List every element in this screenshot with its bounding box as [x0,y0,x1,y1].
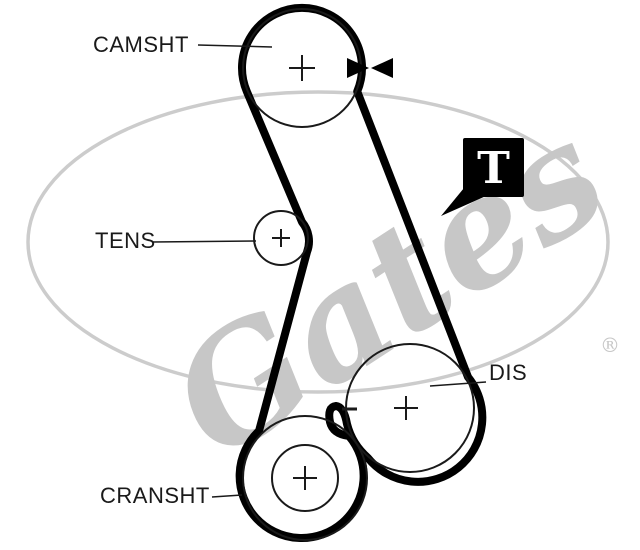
crankshaft-leader-line [211,494,243,498]
arrow-left-icon [371,58,393,78]
camshaft-center-mark [289,55,315,81]
crankshaft-pulley-inner [271,444,339,512]
center-marks [272,55,418,490]
watermark-brand-text: Gates [142,87,636,493]
tensioner-label: TENS [95,228,156,253]
crankshaft-pulley-outer [242,415,368,541]
arrow-right-icon [347,58,369,78]
distributor-center-mark [394,396,418,420]
watermark-ellipse [26,90,610,394]
tensioner-pulley [253,210,309,266]
distributor-label: DIS [489,360,527,385]
camshaft-callout: CAMSHT [93,32,273,57]
crankshaft-center-mark [293,466,317,490]
timing-badge-letter: T [477,143,510,194]
timing-badge: T [441,138,524,216]
distributor-callout: DIS [429,360,527,387]
tensioner-callout: TENS [95,228,257,253]
callouts: CAMSHT TENS DIS CRANSHT [93,32,527,508]
registered-mark: ® [600,333,620,357]
camshaft-leader-line [197,44,273,48]
camshaft-label: CAMSHT [93,32,189,57]
distributor-leader-line [429,381,487,387]
tensioner-center-mark [272,229,290,247]
crankshaft-label: CRANSHT [100,483,210,508]
timing-mark-arrows [347,58,393,78]
timing-badge-box [463,138,524,197]
crankshaft-callout: CRANSHT [100,483,243,508]
tensioner-leader-line [151,240,257,243]
